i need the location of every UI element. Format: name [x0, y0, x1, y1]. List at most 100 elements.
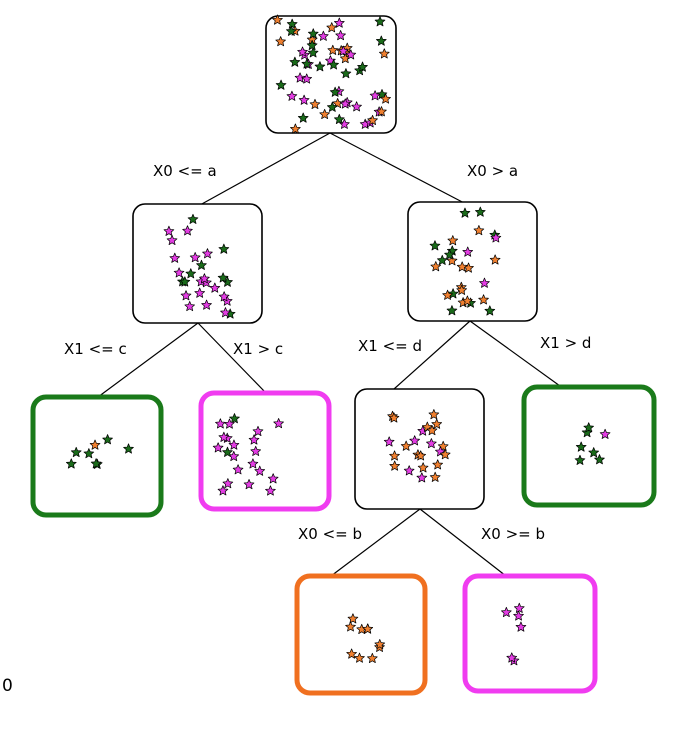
leaf-rlr-samples [501, 602, 527, 666]
edge-labels: X0 <= a X0 > a X1 <= c X1 > c X1 <= d X1… [64, 162, 591, 543]
magenta-star-left-20 [180, 290, 192, 301]
green-star-left-25 [185, 268, 197, 279]
orange-star-rll-4 [345, 621, 356, 632]
green-star-rr-3 [588, 447, 599, 458]
green-star-right-11 [444, 249, 455, 260]
green-star-rr-5 [574, 454, 586, 465]
orange-star-right-12 [442, 289, 453, 300]
green-star-root-50 [357, 61, 368, 72]
edge-label-right-right: X1 > d [540, 334, 591, 352]
edge-label-left-left: X1 <= c [64, 340, 127, 358]
green-star-ll-0 [70, 446, 82, 458]
node-left [132, 203, 263, 324]
tree-edges [97, 132, 561, 577]
edge-label-root-right: X0 > a [467, 162, 518, 180]
green-star-ll-4 [90, 458, 102, 469]
orange-star-root-34 [319, 108, 330, 120]
orange-star-rl-17 [426, 425, 438, 436]
magenta-star-lr-1 [267, 473, 279, 484]
green-star-lr-3 [229, 413, 240, 424]
magenta-star-root-14 [286, 90, 298, 101]
green-star-root-46 [328, 59, 339, 70]
magenta-star-rlr-3 [501, 606, 512, 618]
magenta-star-lr-15 [247, 458, 259, 469]
green-star-left-13 [179, 276, 191, 287]
magenta-star-root-39 [369, 90, 381, 101]
green-star-root-44 [376, 35, 387, 46]
magenta-star-right-4 [490, 232, 502, 243]
magenta-star-right-21 [479, 277, 490, 288]
magenta-star-root-40 [351, 101, 362, 112]
orange-star-rll-9 [346, 648, 357, 659]
magenta-star-left-18 [166, 234, 178, 246]
magenta-star-rl-5 [416, 472, 428, 483]
orange-star-rl-19 [431, 418, 443, 429]
edge-root-right [329, 132, 469, 206]
edge-root-left [199, 132, 331, 206]
leaf-lr-magenta [198, 390, 332, 512]
green-star-ll-2 [123, 443, 134, 454]
orange-star-rll-3 [347, 613, 359, 624]
orange-star-rll-8 [374, 638, 386, 650]
leaf-rr-green [521, 384, 657, 508]
edge-rl-rlr [419, 508, 507, 577]
edge-right-rr [469, 320, 561, 387]
magenta-star-lr-13 [212, 442, 224, 453]
orange-star-rl-22 [389, 460, 400, 471]
orange-star-rl-15 [429, 471, 441, 482]
magenta-star-left-12 [202, 248, 213, 259]
orange-star-right-24 [462, 295, 473, 306]
leaf-rll-orange [294, 573, 428, 696]
orange-star-root-11 [272, 14, 283, 25]
magenta-star-lr-8 [243, 479, 255, 490]
leaf-lr-samples [212, 413, 284, 496]
leaf-ll-green [30, 394, 164, 518]
edge-label-right-left: X1 <= d [358, 337, 422, 355]
green-star-right-20 [475, 206, 486, 217]
magenta-star-lr-20 [217, 485, 229, 496]
edge-left-lr [197, 322, 267, 394]
magenta-star-left-15 [182, 225, 193, 236]
magenta-star-root-38 [297, 46, 308, 57]
green-star-root-41 [327, 101, 338, 112]
orange-star-rl-6 [417, 462, 429, 473]
magenta-star-left-24 [220, 307, 231, 318]
node-right [407, 201, 538, 322]
magenta-star-left-19 [163, 225, 175, 236]
orange-star-ll-6 [89, 439, 101, 450]
magenta-star-lr-19 [250, 445, 262, 456]
magenta-star-left-16 [209, 282, 221, 293]
magenta-star-right-22 [462, 246, 474, 257]
node-left-samples [163, 213, 236, 319]
magenta-star-root-59 [338, 45, 349, 56]
magenta-star-root-18 [301, 73, 312, 84]
magenta-star-rl-12 [409, 435, 420, 446]
magenta-star-lr-11 [222, 478, 234, 489]
magenta-star-lr-12 [254, 465, 266, 476]
magenta-star-lr-2 [228, 439, 240, 450]
magenta-star-root-2 [294, 72, 306, 83]
green-star-right-26 [446, 305, 458, 316]
orange-star-root-31 [376, 106, 387, 117]
green-star-rr-0 [594, 454, 605, 465]
orange-star-rl-11 [389, 450, 400, 461]
magenta-star-rlr-1 [513, 610, 524, 621]
node-root [265, 14, 397, 134]
edge-left-ll [97, 322, 199, 398]
orange-star-root-45 [380, 93, 391, 104]
magenta-star-left-2 [218, 291, 230, 302]
orange-star-right-23 [473, 225, 485, 236]
green-star-root-36 [297, 112, 309, 123]
magenta-star-root-20 [335, 30, 346, 41]
green-star-root-52 [301, 58, 313, 69]
orange-star-rll-7 [362, 623, 373, 634]
magenta-star-rr-2 [599, 428, 611, 439]
orange-star-rl-18 [388, 412, 400, 423]
magenta-star-root-58 [334, 17, 345, 28]
green-star-left-21 [217, 272, 229, 283]
green-star-rr-6 [575, 441, 587, 452]
leaf-rr-samples [574, 422, 611, 465]
green-star-right-18 [429, 240, 441, 251]
green-star-ll-5 [83, 448, 95, 459]
edge-label-left-right: X1 > c [233, 340, 283, 358]
